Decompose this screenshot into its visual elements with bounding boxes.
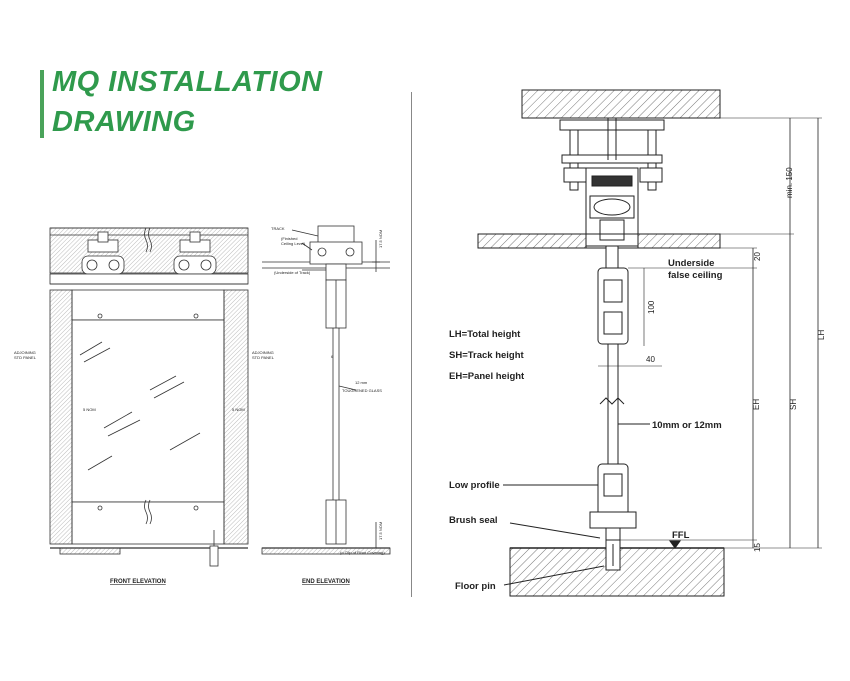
page-title-line-1: MQ INSTALLATION [52,66,323,98]
front-adjoining-left-l2: STD PANEL [14,355,37,360]
front-adjoining-right-l2: STD PANEL [252,355,275,360]
end-glass-l2: TOUGHENED GLASS [342,388,382,393]
front-gap-left: 5 NOM [83,407,96,412]
front-elevation [49,227,249,567]
dim-100: 100 [647,300,656,314]
end-elevation-caption: END ELEVATION [302,579,350,585]
front-elevation-caption: FRONT ELEVATION [110,579,166,585]
legend-eh: EH=Panel height [449,371,525,382]
legend-sh: SH=Track height [449,350,525,361]
end-floor-covering: (o Clip of Floor Covering) [340,550,385,555]
ffl-marker [669,540,681,549]
dim-sh: SH [789,399,798,410]
low-profile-label: Low profile [449,480,500,491]
dim-40: 40 [646,355,655,364]
dim-min150: min. 150 [785,167,794,198]
dim-eh: EH [752,399,761,410]
section-false-ceiling-right [637,233,721,249]
underside-label-l1: Underside [668,258,714,269]
end-bottom-dim: 17.5 NOM [378,522,383,540]
ffl-label: FFL [672,530,690,541]
end-elevation [261,225,391,555]
end-track-label: TRACK [271,226,285,231]
thickness-label: 10mm or 12mm [652,420,722,431]
panel-divider [411,92,412,597]
front-hanger-right [173,231,217,275]
dim-20: 20 [753,252,762,261]
front-adjoining-right-l1: ADJOINING [252,350,274,355]
front-adjoining-right [223,289,249,545]
end-underside-track: (Underside of Track) [274,270,311,275]
front-glass-panel [71,319,225,503]
title-accent-bar [40,70,44,138]
front-hanger-left [81,231,125,275]
section-false-ceiling-left [477,233,587,249]
section-drawing [477,89,822,597]
front-adjoining-left [49,289,73,545]
end-dim-6: 6 [331,354,334,359]
legend-lh: LH=Total height [449,329,521,340]
front-floor-pin [209,545,219,567]
floor-pin-label: Floor pin [455,581,496,592]
page-title-line-2: DRAWING [52,106,196,138]
end-finished-ceiling-l1: (Finished [281,236,297,241]
end-glass-l1: 12 mm [355,380,368,385]
end-top-dim: 17.5 NOM [378,230,383,248]
dim-lh: LH [817,330,826,340]
brush-seal-label: Brush seal [449,515,498,526]
front-gap-right: 5 NOM [232,407,245,412]
section-ceiling-slab [521,89,721,119]
end-finished-ceiling-l2: Ceiling Level) [281,241,306,246]
front-adjoining-left-l1: ADJOINING [14,350,36,355]
underside-label-l2: false ceiling [668,270,723,281]
front-bottom-rail [71,501,225,545]
front-top-rail [71,289,225,321]
dim-15: 15 [753,543,762,552]
